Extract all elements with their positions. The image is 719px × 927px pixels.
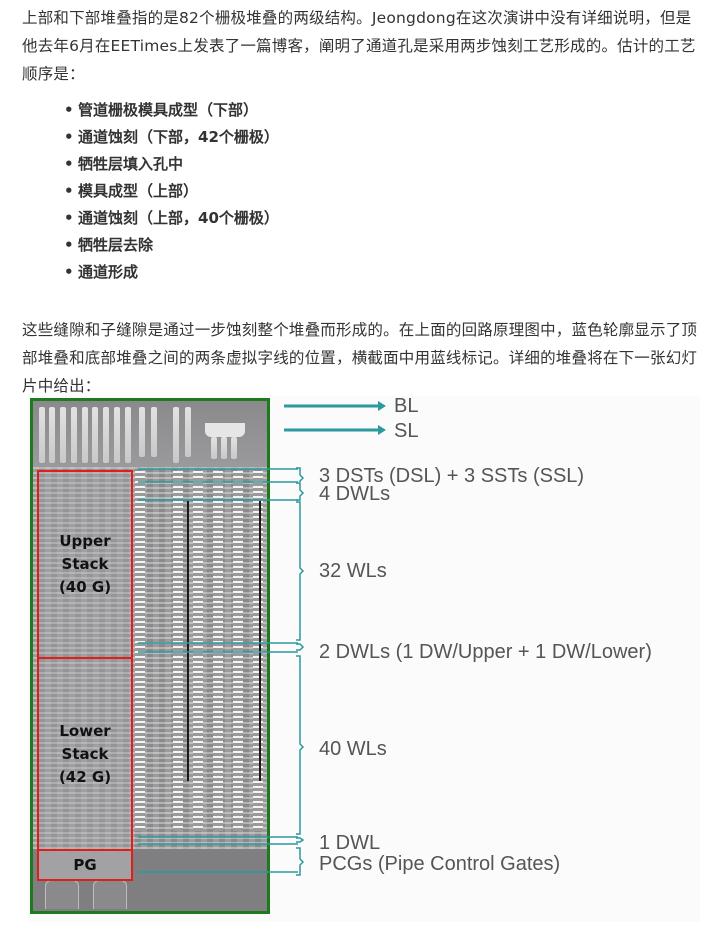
lower-stack-label-line1: Lower: [59, 721, 111, 740]
step-text: 模具成型（上部）: [78, 182, 199, 200]
lower-stack-label-line3: (42 G): [58, 767, 112, 786]
process-steps-list: •管道栅极模具成型（下部） •通道蚀刻（下部，42个栅极） •牺牲层填入孔中 •…: [64, 97, 279, 286]
list-item: •通道蚀刻（上部，40个栅极）: [64, 205, 279, 232]
bracket-wl32: [296, 501, 305, 641]
pipe-gate-label: PG: [73, 855, 97, 874]
upper-stack-label-line3: (40 G): [58, 578, 112, 596]
lower-stack-box: Lower Stack (42 G): [37, 657, 133, 851]
sem-cross-section-image: Upper Stack (40 G) Lower Stack (42 G) PG: [30, 398, 270, 914]
bracket-dwl2: [296, 643, 305, 651]
stack-cross-section-figure: Upper Stack (40 G) Lower Stack (42 G) PG: [28, 396, 700, 922]
dwl4-label: 4 DWLs: [319, 483, 391, 505]
dwl1-label: 1 DWL: [319, 832, 381, 854]
bullet-icon: •: [64, 182, 74, 200]
step-text: 通道蚀刻（上部，40个栅极）: [78, 209, 279, 227]
lower-stack-label-line2: Stack: [61, 744, 109, 763]
bullet-icon: •: [64, 236, 74, 254]
wl40-label: 40 WLs: [319, 738, 387, 760]
bracket-dst-sst: [296, 467, 305, 482]
pcg-label: PCGs (Pipe Control Gates): [319, 853, 561, 875]
bracket-dwl1: [296, 837, 305, 843]
contact-region: [33, 401, 267, 467]
intro-paragraph: 上部和下部堆叠指的是82个栅极堆叠的两级结构。Jeongdong在这次演讲中没有…: [22, 9, 696, 83]
stack-description-paragraph: 这些缝隙和子缝隙是通过一步蚀刻整个堆叠而形成的。在上面的回路原理图中，蓝色轮廓显…: [22, 321, 698, 395]
bitline-contact-cap: [205, 423, 245, 437]
bullet-icon: •: [64, 155, 74, 173]
dst-sst-label: 3 DSTs (DSL) + 3 SSTs (SSL): [319, 465, 585, 487]
sourceline-label: SL: [394, 420, 419, 442]
bullet-icon: •: [64, 128, 74, 146]
step-text: 牺牲层填入孔中: [78, 155, 184, 173]
upper-stack-label-line1: Upper: [59, 532, 111, 550]
pipe-gate-box: PG: [37, 849, 133, 881]
step-text: 通道蚀刻（下部，42个栅极）: [78, 128, 279, 146]
list-item: •牺牲层填入孔中: [64, 151, 279, 178]
list-item: •通道蚀刻（下部，42个栅极）: [64, 124, 279, 151]
bullet-icon: •: [64, 209, 74, 227]
bracket-dwl4: [296, 482, 305, 501]
sl-arrow-head: [378, 425, 386, 435]
step-text: 管道栅极模具成型（下部）: [78, 101, 259, 119]
upper-stack-label-line2: Stack: [61, 555, 109, 573]
wl32-label: 32 WLs: [319, 560, 387, 582]
bl-arrow-head: [378, 401, 386, 411]
bullet-icon: •: [64, 263, 74, 281]
bullet-icon: •: [64, 101, 74, 119]
dwl2-label: 2 DWLs (1 DW/Upper + 1 DW/Lower): [319, 641, 652, 663]
upper-stack-box: Upper Stack (40 G): [37, 470, 133, 659]
list-item: •通道形成: [64, 259, 279, 286]
bitline-label: BL: [394, 395, 419, 417]
list-item: •牺牲层去除: [64, 232, 279, 259]
annotation-overlay: [138, 401, 386, 876]
step-text: 通道形成: [78, 263, 139, 281]
bracket-pcg: [296, 847, 305, 876]
list-item: •模具成型（上部）: [64, 178, 279, 205]
bracket-wl40: [296, 655, 305, 835]
list-item: •管道栅极模具成型（下部）: [64, 97, 279, 124]
step-text: 牺牲层去除: [78, 236, 154, 254]
